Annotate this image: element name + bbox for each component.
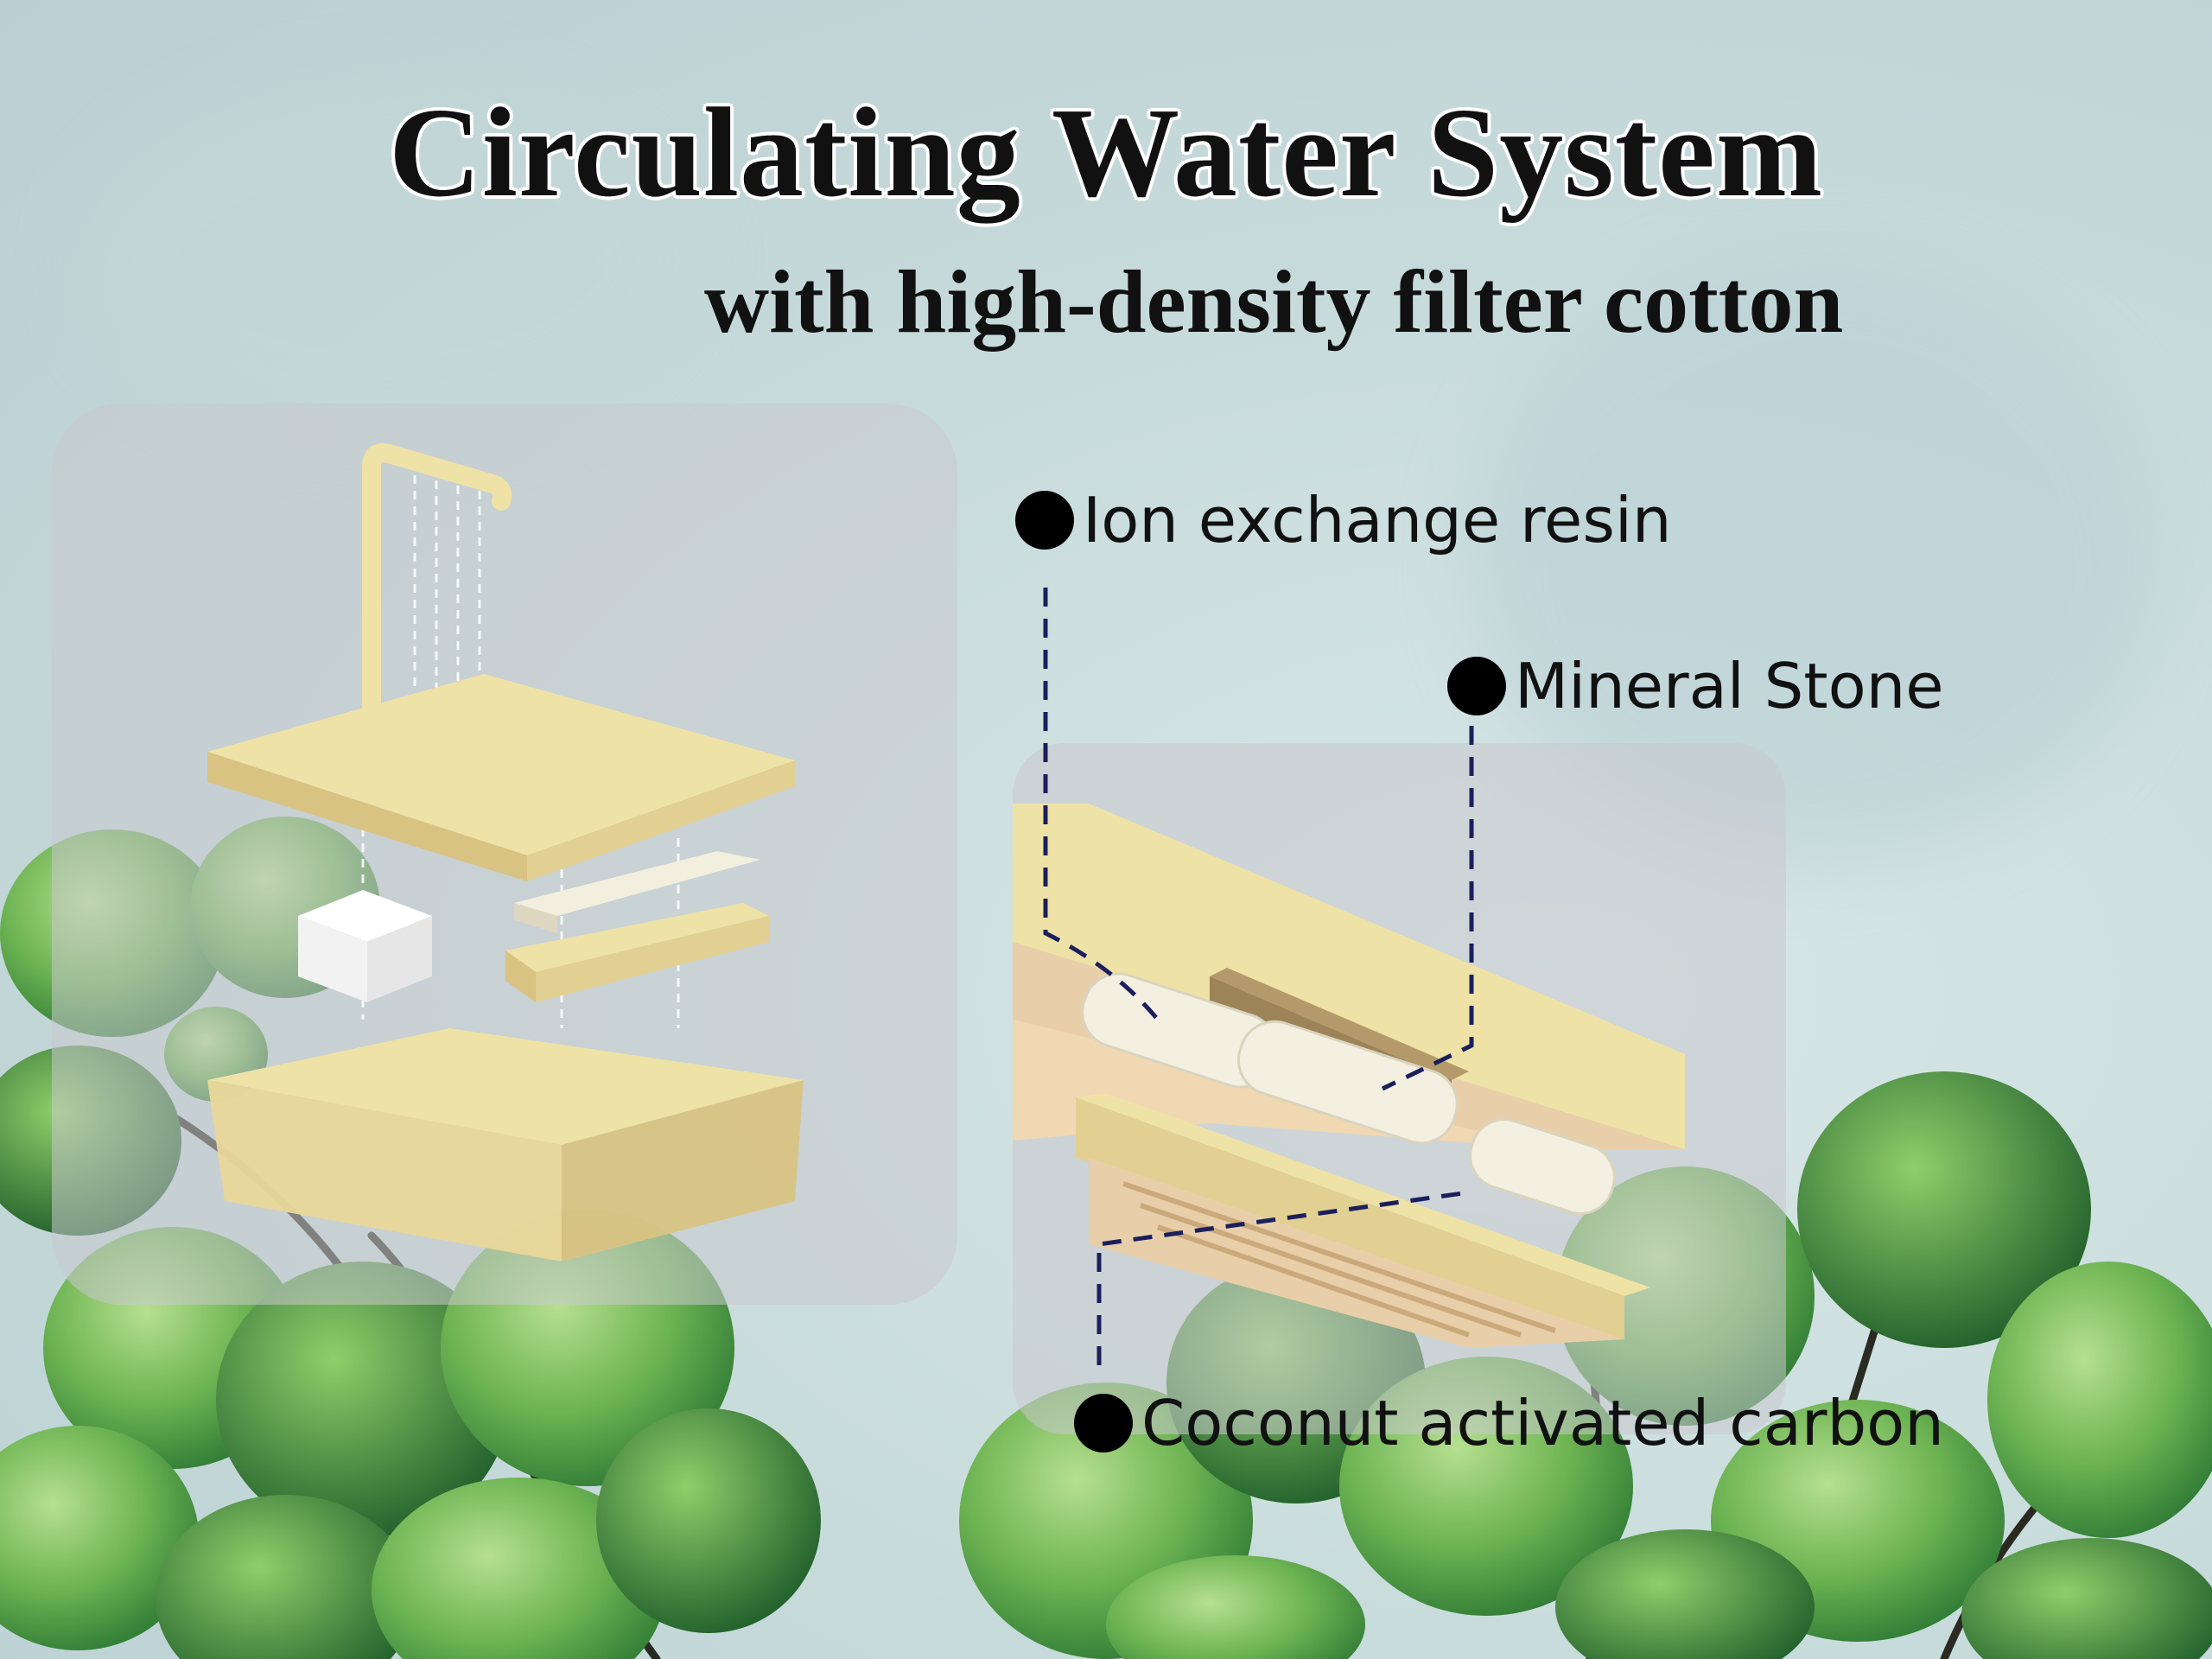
label-coconut-activated-carbon: Coconut activated carbon: [1074, 1387, 1944, 1459]
label-mineral-stone: Mineral Stone: [1447, 650, 1944, 722]
page-title: Circulating Water System: [388, 82, 1824, 224]
page-subtitle: with high-density filter cotton: [704, 252, 1844, 352]
label-ion-exchange-resin: Ion exchange resin: [1015, 484, 1672, 556]
bullet-icon: [1015, 491, 1074, 550]
label-text: Mineral Stone: [1515, 650, 1944, 722]
label-text: Ion exchange resin: [1083, 484, 1672, 556]
bullet-icon: [1074, 1394, 1133, 1452]
label-text: Coconut activated carbon: [1141, 1387, 1944, 1459]
bullet-icon: [1447, 657, 1506, 715]
sky-cloud: [86, 86, 691, 432]
